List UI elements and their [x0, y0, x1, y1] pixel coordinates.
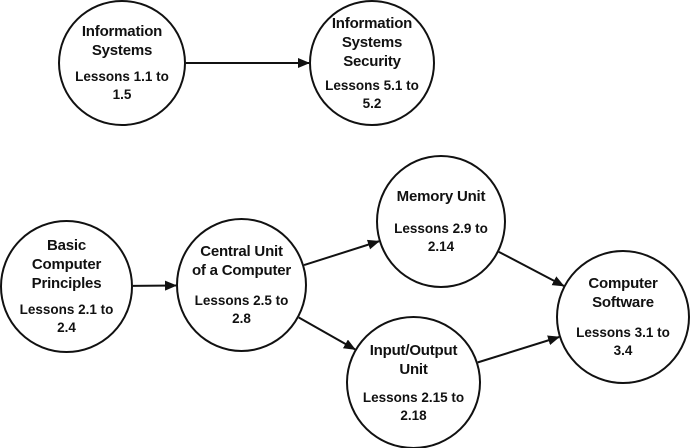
- node-title: Information Systems Security: [331, 14, 413, 70]
- node-basic-computer-principles: Basic Computer Principles Lessons 2.1 to…: [0, 220, 133, 353]
- node-title: Input/Output Unit: [369, 341, 458, 378]
- node-lessons: Lessons 2.1 to 2.4: [19, 302, 114, 335]
- node-title: Basic Computer Principles: [31, 237, 102, 292]
- node-computer-software: Computer Software Lessons 3.1 to 3.4: [556, 250, 690, 384]
- node-central-unit-of-a-computer: Central Unit of a Computer Lessons 2.5 t…: [176, 218, 307, 352]
- node-title: Central Unit of a Computer: [191, 243, 292, 279]
- node-title: Computer Software: [588, 275, 658, 311]
- node-input-output-unit: Input/Output Unit Lessons 2.15 to 2.18: [346, 316, 481, 448]
- node-lessons: Lessons 2.15 to 2.18: [362, 389, 465, 423]
- node-information-systems: Information Systems Lessons 1.1 to 1.5: [58, 0, 186, 126]
- node-lessons: Lessons 2.9 to 2.14: [394, 221, 488, 254]
- node-lessons: Lessons 5.1 to 5.2: [325, 77, 419, 111]
- node-information-systems-security: Information Systems Security Lessons 5.1…: [309, 0, 435, 126]
- node-lessons: Lessons 3.1 to 3.4: [576, 325, 670, 358]
- node-title: Information Systems: [81, 23, 163, 59]
- arrow-io_unit-to-software: [477, 335, 561, 364]
- node-title: Memory Unit: [396, 188, 486, 205]
- arrow-memory_unit-to-software: [498, 250, 565, 287]
- arrow-central_unit-to-io_unit: [298, 316, 356, 351]
- node-lessons: Lessons 1.1 to 1.5: [75, 69, 169, 102]
- arrow-central_unit-to-memory_unit: [303, 239, 380, 267]
- node-lessons: Lessons 2.5 to 2.8: [194, 293, 289, 326]
- node-memory-unit: Memory Unit Lessons 2.9 to 2.14: [376, 155, 506, 288]
